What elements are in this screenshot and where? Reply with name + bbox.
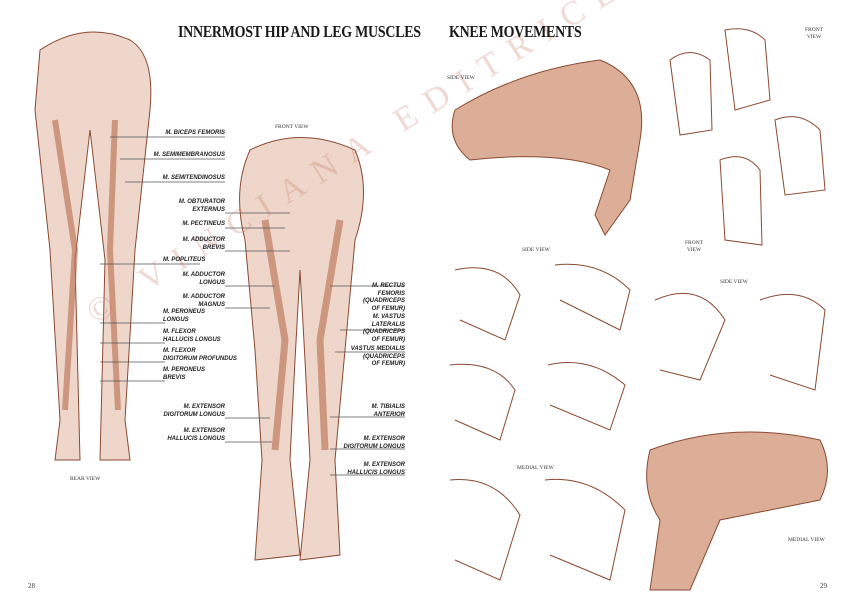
- label-flexor-digitorum-profundus: M. FLEXOR DIGITORUM PROFUNDUS: [163, 348, 237, 362]
- front-view-leg-illustration: [239, 137, 364, 561]
- label-extensor-hallucis-longus-right: M. EXTENSOR HALLUCIS LONGUS: [347, 462, 405, 476]
- label-leader-lines: [100, 136, 405, 476]
- label-peroneus-longus: M. PERONEUS LONGUS: [163, 309, 206, 323]
- rear-view-label: REAR VIEW: [70, 476, 101, 482]
- label-obturator-externus: M. OBTURATOR EXTERNUS: [178, 199, 225, 213]
- label-extensor-hallucis-longus: M. EXTENSOR HALLUCIS LONGUS: [167, 428, 225, 442]
- knee-front-view-sketches: [669, 28, 826, 246]
- front-view-label-2: FRONT VIEW: [685, 240, 704, 253]
- label-semimembranosus: M. SEMIMEMBRANOSUS: [153, 152, 225, 158]
- label-popliteus: M. POPLITEUS: [163, 257, 206, 263]
- front-view-label-1: FRONT VIEW: [805, 27, 824, 40]
- label-semitendinosus: M. SEMITENDINOSUS: [162, 175, 225, 181]
- side-view-label-1: SIDE VIEW: [447, 75, 475, 81]
- side-view-label-2: SIDE VIEW: [522, 247, 550, 253]
- label-adductor-brevis: M. ADDUCTOR BREVIS: [182, 237, 225, 251]
- knee-medial-view-large: [646, 431, 828, 591]
- knee-side-view-large: [451, 59, 643, 236]
- label-flexor-hallucis-longus: M. FLEXOR HALLUCIS LONGUS: [163, 329, 221, 343]
- knee-bend-sketches: [449, 263, 826, 581]
- rear-view-leg-illustration: [34, 31, 152, 461]
- label-adductor-longus: M. ADDUCTOR LONGUS: [182, 272, 225, 286]
- label-vastus-medialis: VASTUS MEDIALIS (QUADRICEPS OF FEMUR): [350, 346, 405, 367]
- medial-view-label-1: MEDIAL VIEW: [517, 465, 554, 471]
- label-pectineus: M. PECTINEUS: [182, 221, 225, 227]
- label-tibialis-anterior: M. TIBIALIS ANTERIOR: [371, 404, 405, 418]
- front-view-label: FRONT VIEW: [275, 124, 309, 130]
- label-adductor-magnus: M. ADDUCTOR MAGNUS: [182, 294, 225, 308]
- label-rectus-femoris: M. RECTUS FEMORIS (QUADRICEPS OF FEMUR): [362, 283, 405, 312]
- left-page-title: INNERMOST HIP AND LEG MUSCLES: [178, 22, 421, 41]
- label-extensor-digitorum-longus-right: M. EXTENSOR DIGITORUM LONGUS: [343, 436, 405, 450]
- label-biceps-femoris: M. BICEPS FEMORIS: [165, 130, 225, 136]
- label-vastus-lateralis: M. VASTUS LATERALIS (QUADRICEPS OF FEMUR…: [362, 314, 405, 343]
- medial-view-label-2: MEDIAL VIEW: [788, 537, 825, 543]
- side-view-label-3: SIDE VIEW: [720, 279, 748, 285]
- label-extensor-digitorum-longus: M. EXTENSOR DIGITORUM LONGUS: [163, 404, 225, 418]
- page-number-left: 28: [28, 582, 35, 590]
- page-number-right: 29: [820, 582, 827, 590]
- label-peroneus-brevis: M. PERONEUS BREVIS: [163, 367, 206, 381]
- right-page-title: KNEE MOVEMENTS: [449, 22, 582, 41]
